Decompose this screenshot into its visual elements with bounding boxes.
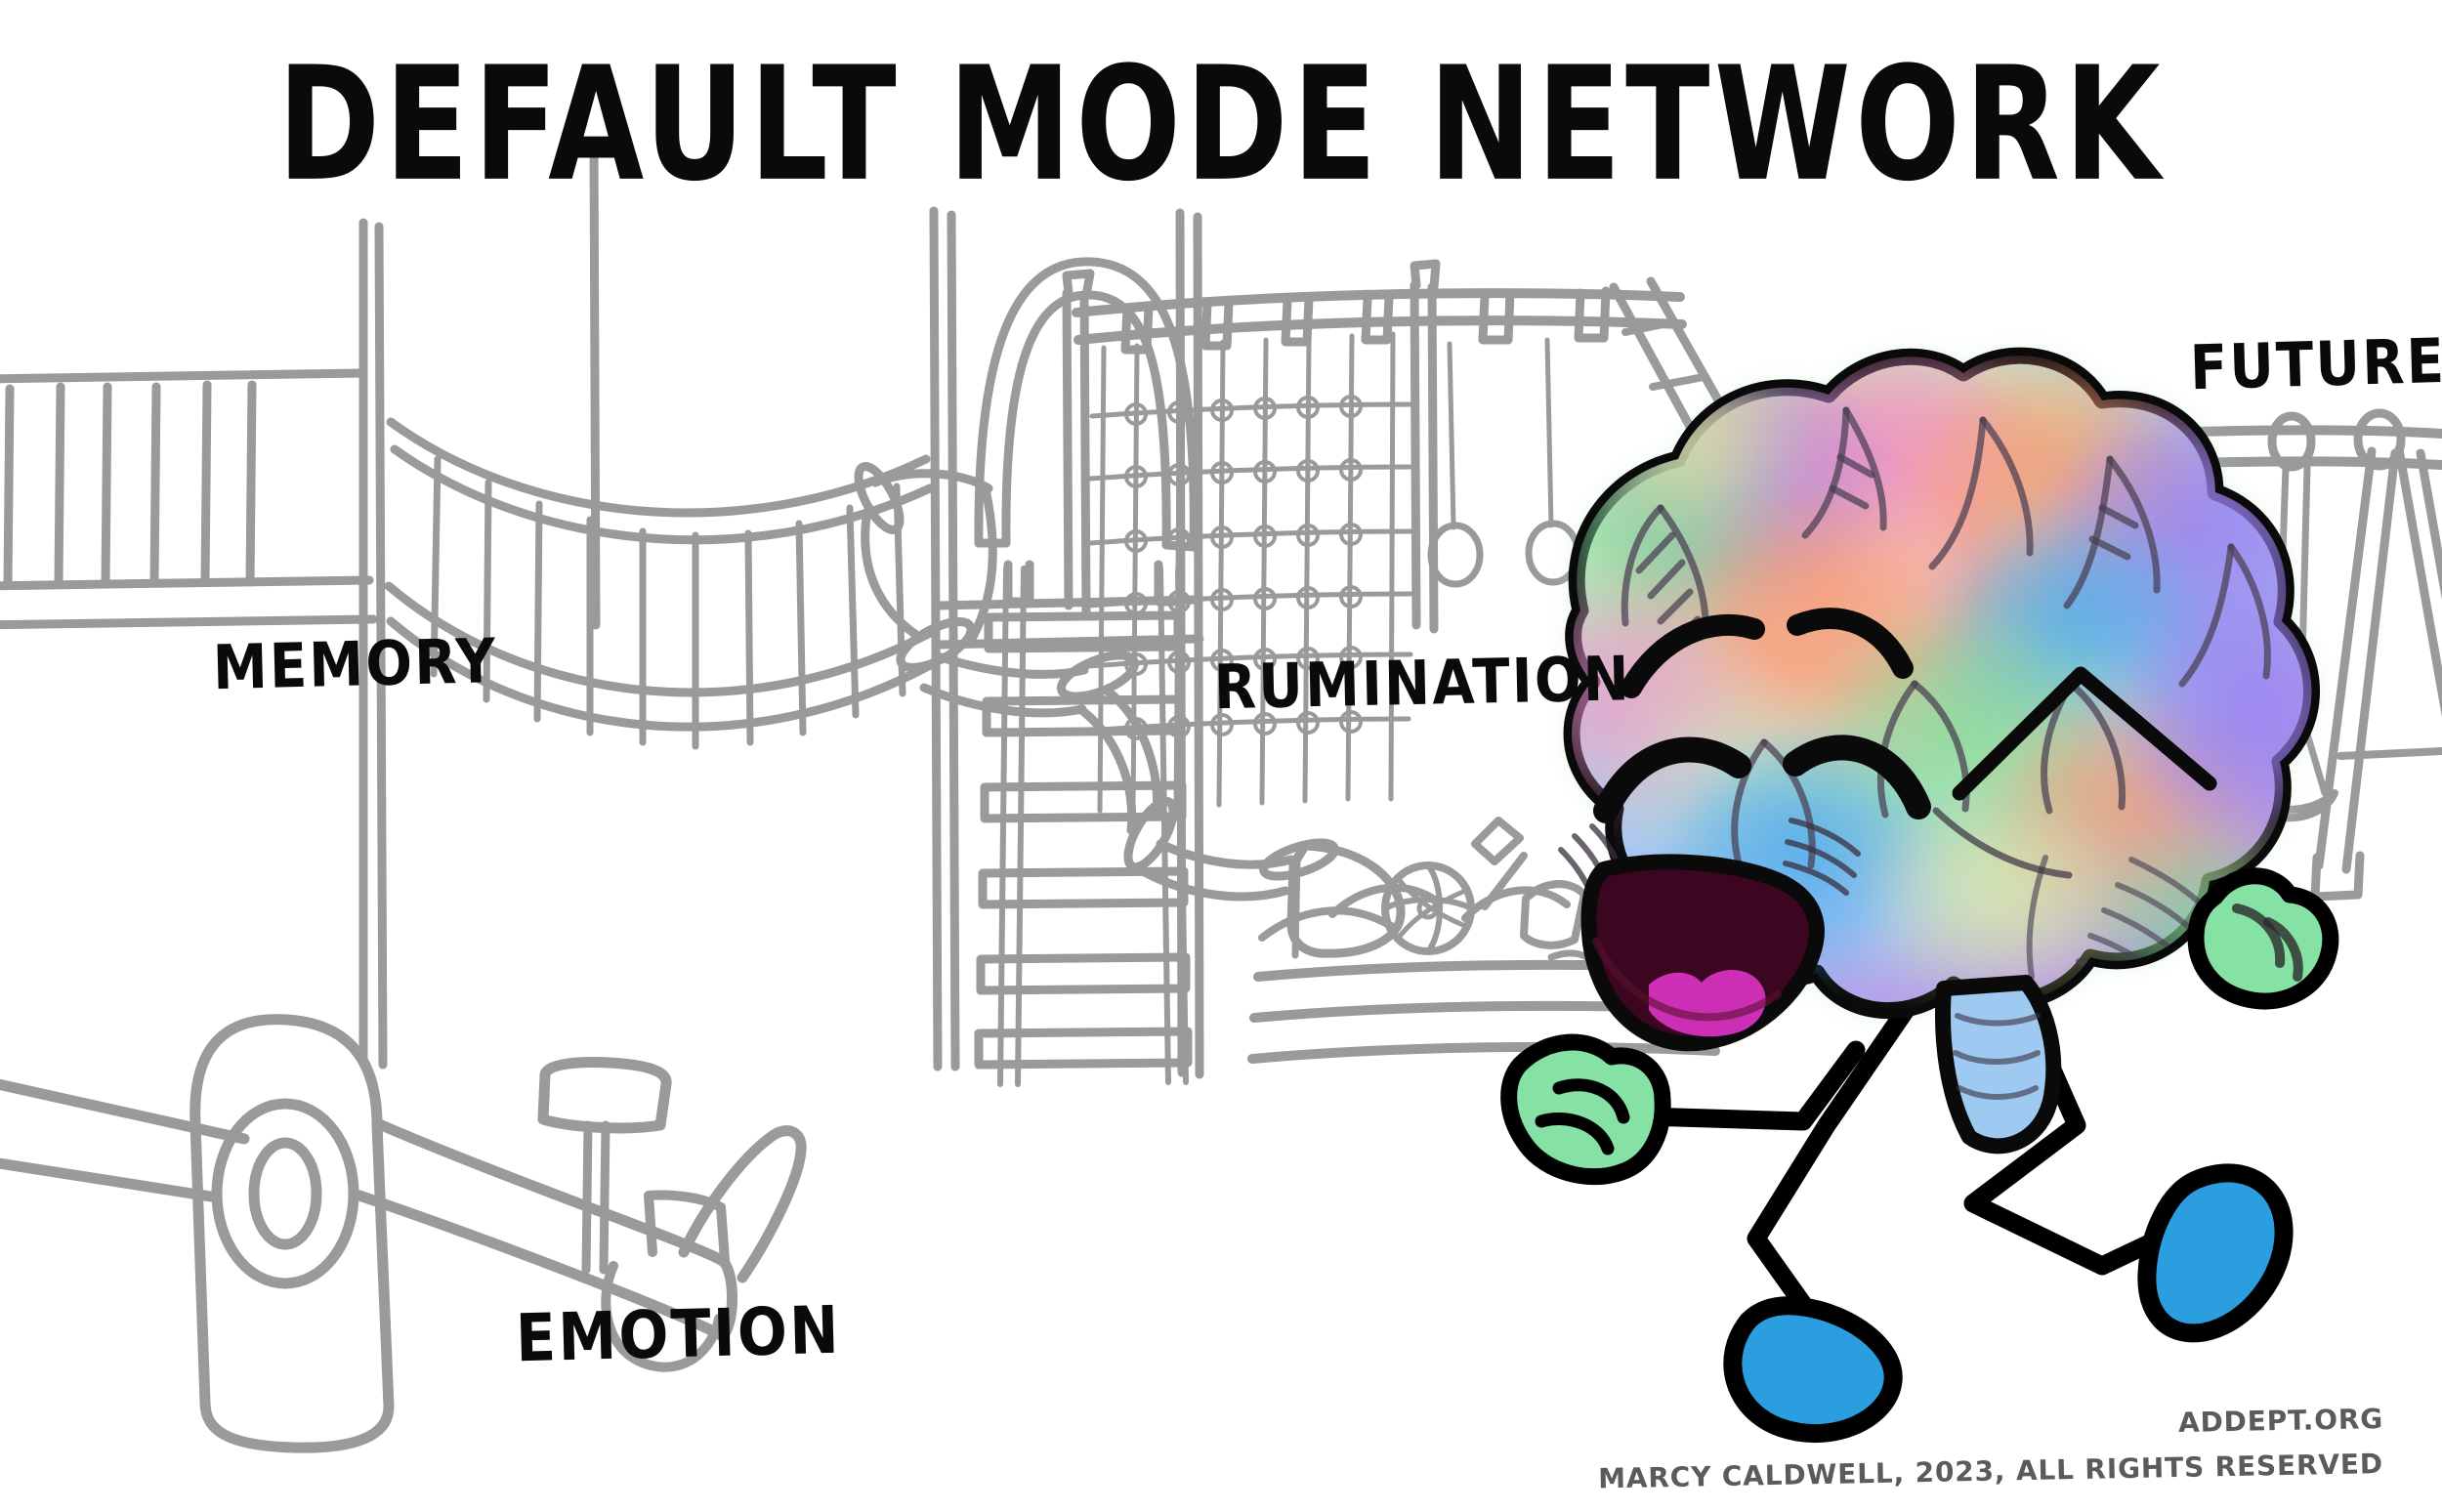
credit-website: ADDEPT.ORG	[2177, 1403, 2384, 1440]
label-memory: MEMORY	[212, 625, 499, 704]
playground-line-art	[0, 142, 2442, 1453]
page-title: DEFAULT MODE NETWORK	[277, 33, 2165, 217]
brain-face	[1558, 608, 1931, 1052]
label-rumination: RUMINATION	[1213, 644, 1632, 724]
label-future: FUTURE	[2188, 325, 2442, 404]
tube-slide	[854, 462, 1406, 959]
seesaw	[0, 1057, 807, 1372]
brain-shoes	[1723, 1163, 2294, 1444]
climbing-net	[1062, 259, 1687, 814]
brain-character	[1500, 347, 2339, 1444]
brain-hand-right	[2187, 867, 2339, 1010]
play-structure-bridge	[0, 142, 1204, 1079]
label-emotion: EMOTION	[514, 1292, 842, 1378]
brain-hand-left	[1500, 1033, 1671, 1186]
